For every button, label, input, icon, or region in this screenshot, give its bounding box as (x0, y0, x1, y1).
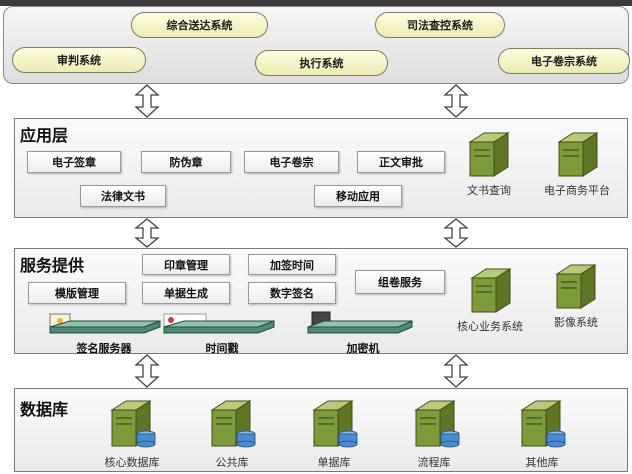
server-icon (470, 268, 512, 313)
server-icon (520, 400, 566, 448)
database-layer-title: 数据库 (20, 400, 69, 419)
double-arrow-icon (443, 354, 469, 388)
document-db-label: 单据库 (317, 456, 351, 469)
template-management-button[interactable]: 模版管理 (28, 282, 126, 304)
window-top-bar (0, 0, 632, 6)
anti-counterfeit-seal-button[interactable]: 防伪章 (141, 151, 231, 173)
document-query-label: 文书查询 (467, 184, 511, 197)
system-trial[interactable]: 审判系统 (12, 47, 146, 73)
e-dossier-button[interactable]: 电子卷宗 (244, 151, 339, 173)
double-arrow-icon (134, 84, 160, 118)
imaging-label: 影像系统 (554, 316, 598, 329)
server-icon (110, 400, 156, 448)
digital-signature-button[interactable]: 数字签名 (248, 282, 336, 304)
application-layer-title: 应用层 (20, 126, 69, 145)
signing-server-label: 签名服务器 (76, 342, 132, 355)
e-commerce-platform-label: 电子商务平台 (544, 184, 610, 197)
e-seal-button[interactable]: 电子签章 (27, 151, 121, 173)
server-icon (557, 132, 599, 177)
system-comprehensive-delivery[interactable]: 综合送达系统 (131, 12, 268, 38)
rack-device-icon (307, 311, 413, 334)
system-execution[interactable]: 执行系统 (255, 50, 388, 76)
double-arrow-icon (443, 218, 469, 248)
double-arrow-icon (134, 354, 160, 388)
workflow-db-label: 流程库 (417, 456, 451, 469)
server-icon (312, 400, 358, 448)
document-approval-button[interactable]: 正文审批 (357, 151, 445, 173)
core-business-label: 核心业务系统 (457, 320, 523, 333)
double-arrow-icon (134, 218, 160, 248)
timestamp-label: 时间戳 (205, 342, 239, 355)
public-db-label: 公共库 (215, 456, 249, 469)
seal-management-button[interactable]: 印章管理 (142, 254, 230, 275)
core-db-label: 核心数据库 (104, 456, 160, 469)
system-judicial-control[interactable]: 司法查控系统 (375, 12, 505, 38)
legal-document-button[interactable]: 法律文书 (80, 185, 166, 207)
server-icon (210, 400, 256, 448)
rack-device-icon (163, 313, 275, 334)
timestamp-signing-button[interactable]: 加签时间 (248, 254, 336, 275)
server-icon (414, 400, 460, 448)
mobile-app-button[interactable]: 移动应用 (314, 185, 402, 207)
rack-device-icon (49, 313, 161, 334)
double-arrow-icon (443, 84, 469, 118)
encryptor-label: 加密机 (346, 342, 380, 355)
server-icon (468, 132, 510, 177)
system-e-archive[interactable]: 电子卷宗系统 (498, 48, 630, 74)
server-icon (555, 264, 597, 309)
other-db-label: 其他库 (525, 456, 559, 469)
archive-service-button[interactable]: 组卷服务 (355, 270, 445, 294)
service-layer-title: 服务提供 (20, 256, 85, 275)
document-generation-button[interactable]: 单据生成 (142, 282, 230, 304)
